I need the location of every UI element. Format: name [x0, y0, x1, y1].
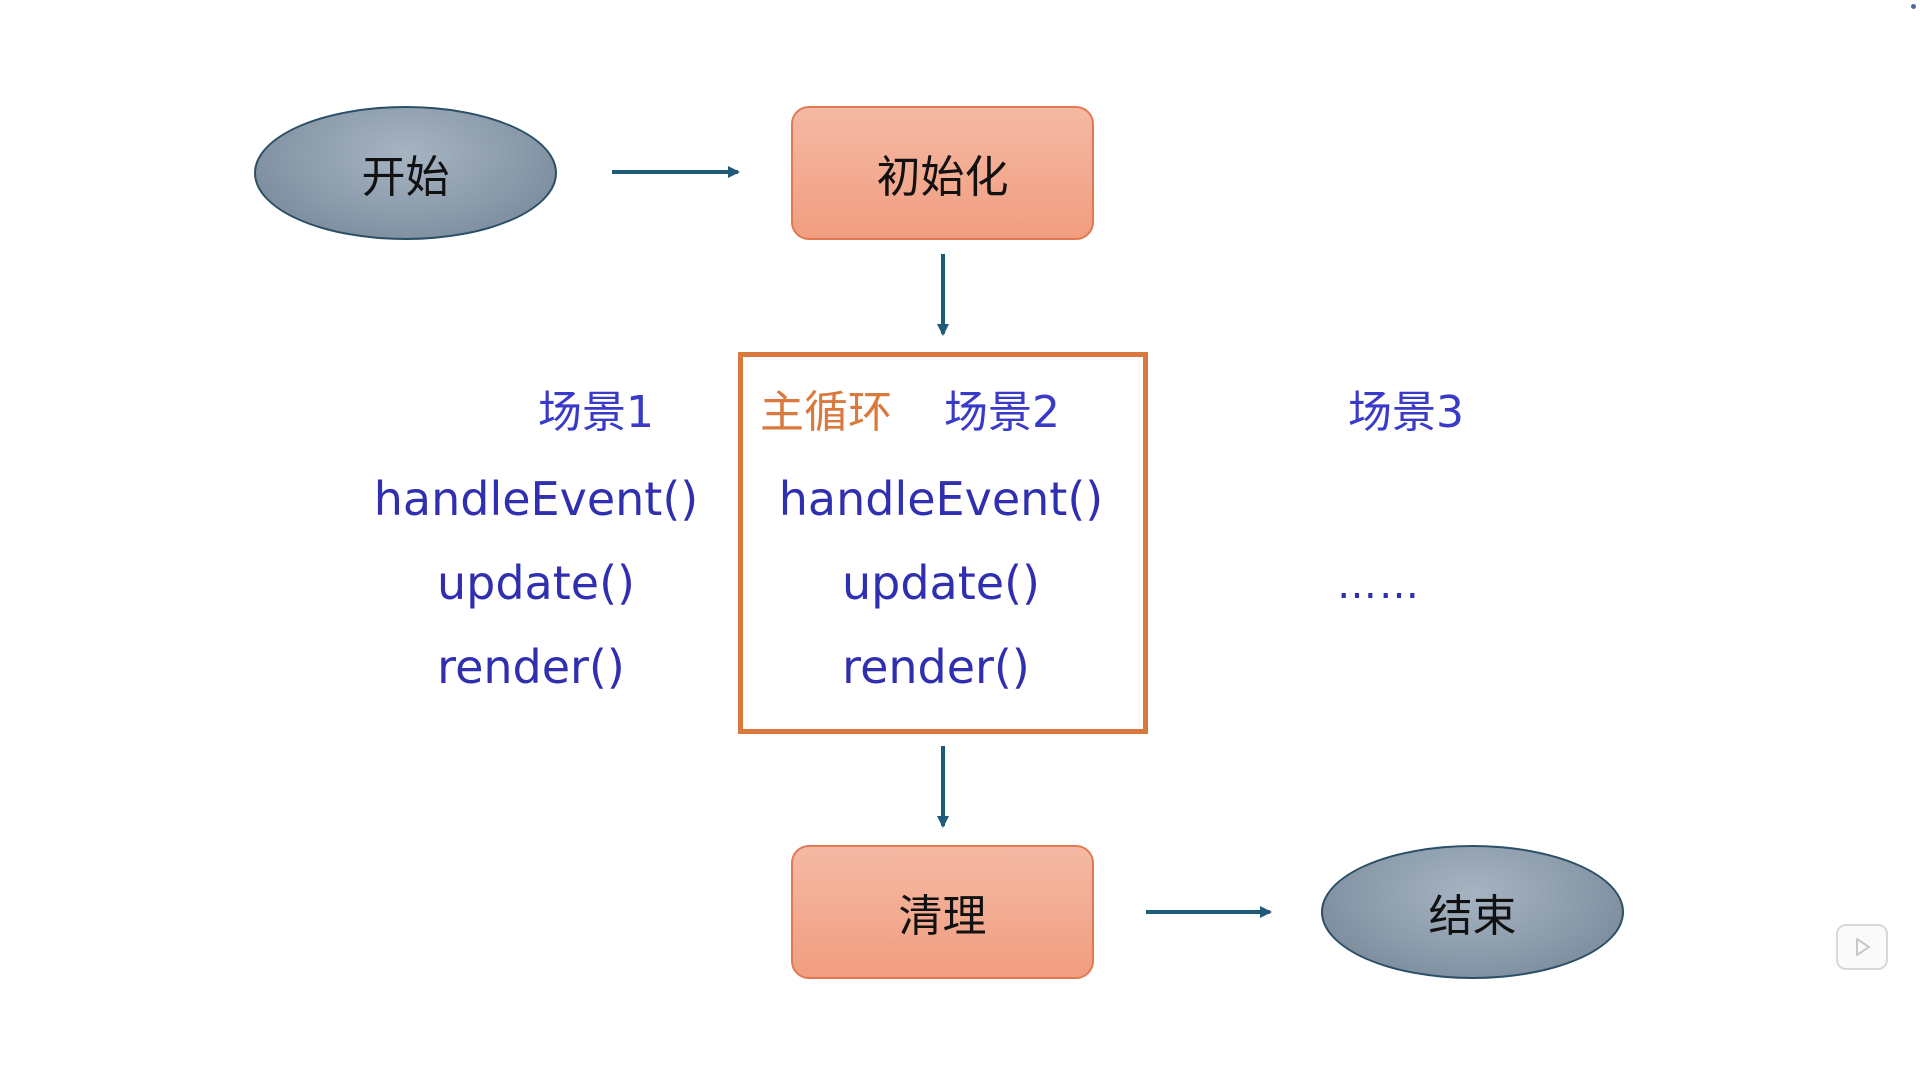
init-node: 初始化 [791, 106, 1094, 240]
scene-2-update: update() [842, 556, 1040, 610]
scene-2-title: 场景2 [944, 387, 1060, 438]
scene-2-handle-event: handleEvent() [778, 472, 1104, 526]
scene-3-title: 场景3 [1348, 387, 1464, 438]
corner-dot [1911, 4, 1916, 9]
cleanup-node: 清理 [791, 845, 1094, 979]
scene-3-ellipsis: …… [1337, 562, 1421, 608]
start-label: 开始 [361, 152, 450, 203]
scene-1-render: render() [437, 640, 625, 694]
init-label: 初始化 [876, 152, 1009, 203]
play-icon [1856, 938, 1870, 956]
scene-2-render: render() [842, 640, 1030, 694]
scene-1-handle-event: handleEvent() [373, 472, 699, 526]
scene-1-title: 场景1 [538, 387, 654, 438]
end-label: 结束 [1428, 891, 1517, 942]
main-loop-title: 主循环 [760, 387, 892, 438]
cleanup-label: 清理 [898, 891, 987, 942]
end-node: 结束 [1321, 845, 1624, 979]
main-loop-box [738, 352, 1148, 734]
start-node: 开始 [254, 106, 557, 240]
player-play-button[interactable] [1836, 924, 1888, 970]
scene-1-update: update() [437, 556, 635, 610]
